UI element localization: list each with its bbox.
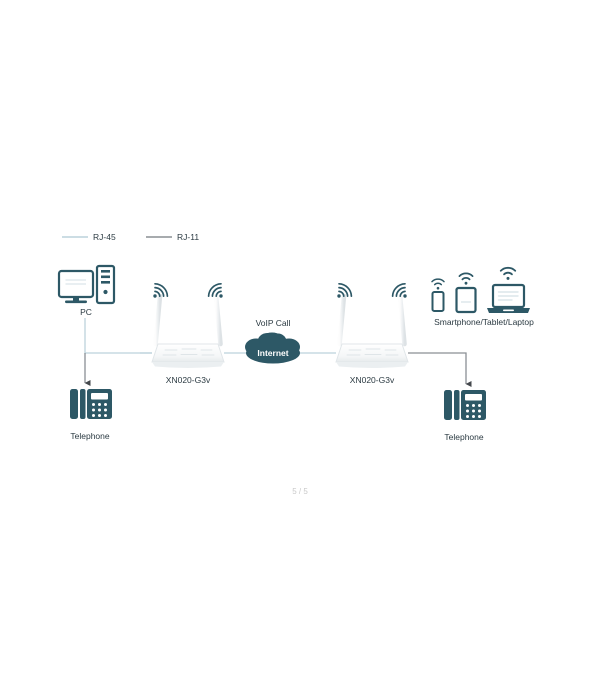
voip-call-label: VoIP Call	[256, 318, 291, 328]
wifi-signal-icon	[431, 278, 445, 290]
legend-rj11-label: RJ-11	[177, 232, 199, 242]
wifi-router-icon	[151, 282, 225, 368]
laptop-screen-lines-icon	[497, 291, 519, 301]
legend-item-rj45: RJ-45	[62, 232, 116, 242]
wifi-router-icon	[335, 282, 409, 368]
phone-keypad-icon	[466, 404, 481, 418]
router-vents-icon	[346, 348, 399, 356]
phone-display-icon	[91, 393, 108, 400]
cloud-puff-icon	[278, 338, 300, 356]
legend-item-rj11: RJ-11	[146, 232, 199, 242]
desktop-computer-icon	[57, 264, 116, 305]
smartphone-body-icon	[431, 291, 445, 312]
pc-label: PC	[80, 307, 92, 317]
handset-cradle-icon	[454, 390, 460, 420]
legend-rj45-label: RJ-45	[93, 232, 116, 242]
antenna-left-icon	[337, 293, 347, 347]
tower-bay-icon	[101, 270, 110, 273]
monitor-stem-icon	[73, 297, 79, 301]
desk-telephone-icon	[444, 390, 486, 420]
laptop-icon	[487, 266, 530, 313]
connection-lines	[84, 318, 472, 387]
tower-case-icon	[95, 264, 116, 305]
wifi-signal-left-icon	[337, 282, 353, 298]
handset-icon	[444, 390, 452, 420]
router-left-node: XN020-G3v	[151, 282, 225, 385]
phone-left-label: Telephone	[70, 431, 110, 441]
monitor-base-icon	[65, 300, 87, 304]
router-body-icon	[335, 343, 409, 363]
internet-label: Internet	[257, 348, 288, 358]
handset-cradle-icon	[80, 389, 86, 419]
client-devices-label: Smartphone/Tablet/Laptop	[434, 317, 534, 327]
router-right-node: XN020-G3v	[335, 282, 409, 385]
wifi-signal-right-icon	[207, 282, 223, 298]
wifi-signal-icon	[499, 266, 517, 280]
phone-right-node: Telephone	[444, 390, 486, 442]
desk-telephone-icon	[70, 389, 112, 419]
link-router-right-to-phone-right	[408, 352, 472, 387]
page-indicator: 5 / 5	[292, 487, 308, 496]
cloud-icon	[245, 332, 300, 364]
phone-keypad-icon	[92, 403, 107, 417]
smartphone-screen-icon	[435, 296, 441, 306]
wifi-signal-left-icon	[153, 282, 169, 298]
router-vents-icon	[162, 348, 215, 356]
tower-bay-icon	[101, 275, 110, 279]
antenna-left-icon	[153, 293, 163, 347]
wifi-signal-right-icon	[391, 282, 407, 298]
router-base-icon	[336, 362, 408, 368]
router-body-icon	[151, 343, 225, 363]
tablet-body-icon	[455, 286, 477, 314]
smartphone-icon	[431, 278, 445, 312]
tablet-icon	[455, 272, 477, 314]
internet-node: VoIP Call Internet	[245, 318, 300, 364]
antenna-right-icon	[397, 293, 407, 347]
legend: RJ-45 RJ-11	[62, 232, 199, 242]
client-devices-node: Smartphone/Tablet/Laptop	[431, 266, 534, 327]
phone-right-label: Telephone	[444, 432, 484, 442]
handset-icon	[70, 389, 78, 419]
antenna-right-icon	[213, 293, 223, 347]
tower-bay-icon	[101, 281, 110, 284]
phone-display-icon	[465, 394, 482, 401]
router-right-label: XN020-G3v	[350, 375, 395, 385]
link-pc-to-router-left	[84, 318, 152, 354]
router-base-icon	[152, 362, 224, 368]
phone-left-node: Telephone	[70, 389, 112, 441]
tablet-screen-icon	[460, 292, 472, 306]
tower-power-button-icon	[103, 289, 108, 295]
wifi-signal-icon	[458, 272, 474, 285]
laptop-trackpad-icon	[503, 309, 514, 312]
pc-node: PC	[57, 264, 116, 317]
laptop-screen-frame-icon	[491, 283, 526, 309]
router-left-label: XN020-G3v	[166, 375, 211, 385]
